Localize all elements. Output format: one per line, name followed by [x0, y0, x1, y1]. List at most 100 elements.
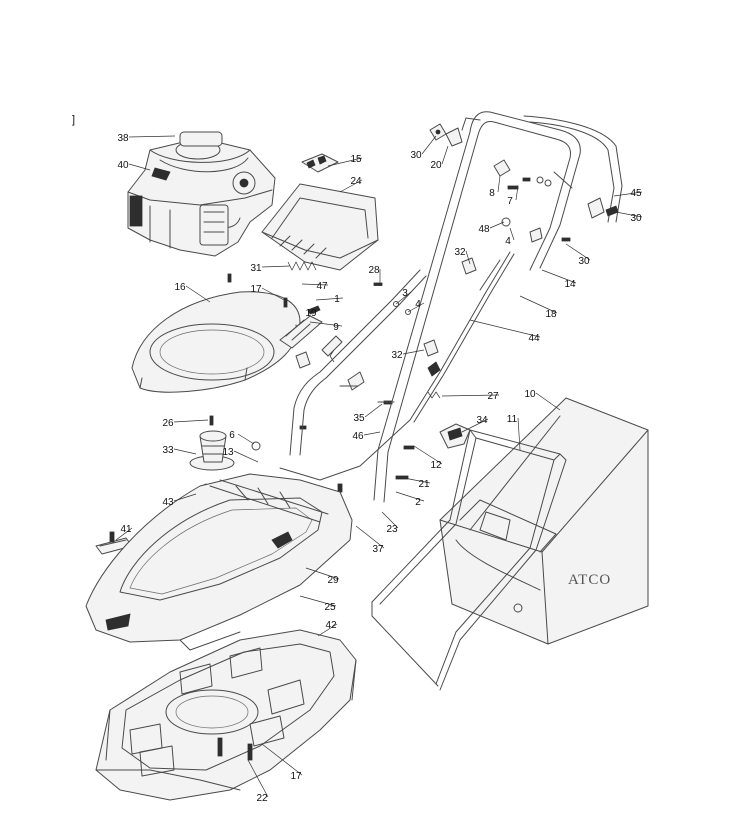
control-cable-part [279, 251, 515, 481]
lower-handle-part [289, 269, 427, 456]
callout-label: 48 [478, 224, 490, 235]
leader-line [173, 448, 197, 455]
callout-label: 16 [174, 282, 186, 293]
callout-label: 27 [487, 391, 499, 402]
leader-line [261, 743, 303, 776]
leader-line [489, 221, 505, 229]
leader-line [613, 191, 643, 197]
callout-label: 30 [630, 213, 642, 224]
callout-label: 17 [290, 771, 302, 782]
callout-label: 13 [222, 447, 234, 458]
callout-label: 15 [350, 154, 362, 165]
callout-label: 25 [324, 602, 336, 613]
callout-label: 33 [162, 445, 174, 456]
brand-logo: ATCO [568, 572, 611, 588]
leader-line [421, 135, 437, 155]
callout-label: 31 [250, 263, 262, 274]
spring-part [287, 261, 317, 271]
leader-line [309, 321, 343, 327]
leader-line [535, 392, 561, 411]
mower-deck-part [85, 473, 353, 651]
leader-line [407, 302, 425, 313]
cable-guide-part [501, 217, 543, 243]
leader-line [519, 295, 558, 314]
leader-line [305, 567, 340, 580]
callout-label: 19 [305, 308, 317, 319]
leader-line [541, 269, 577, 284]
callout-label: 30 [578, 256, 590, 267]
handle-clip-part [429, 123, 463, 147]
callout-label: 41 [120, 524, 132, 535]
callout-label: 1 [334, 294, 340, 305]
top-cover-part [261, 183, 379, 271]
badge-part [95, 531, 133, 555]
callout-label: 44 [528, 333, 540, 344]
leader-line [403, 477, 431, 484]
leader-line [364, 403, 383, 418]
leader-line [413, 445, 443, 465]
callout-label: 40 [117, 160, 129, 171]
leader-line [565, 243, 591, 261]
leader-line [327, 157, 363, 167]
leader-line [461, 418, 489, 433]
leader-line [515, 185, 519, 201]
leader-line [381, 511, 399, 529]
leader-line [339, 179, 363, 193]
leader-line [615, 211, 643, 218]
leader-line [233, 450, 259, 463]
callout-label: 45 [630, 188, 642, 199]
leader-line [441, 145, 449, 165]
callout-label: 4 [505, 236, 511, 247]
leader-line [509, 227, 515, 241]
callout-label: 21 [418, 479, 430, 490]
leader-line [237, 433, 255, 445]
callout-label: 7 [507, 196, 513, 207]
callout-label: 18 [545, 309, 557, 320]
cable-clip-part [423, 339, 439, 357]
callout-label: 32 [391, 350, 403, 361]
callout-label: 9 [333, 322, 339, 333]
callout-label: 10 [524, 389, 536, 400]
leader-line [301, 283, 329, 286]
leader-line [402, 349, 425, 355]
callout-label: 14 [564, 279, 576, 290]
callout-label: 30 [410, 150, 422, 161]
leader-line [115, 527, 133, 541]
callout-label: 29 [327, 575, 339, 586]
leader-line [395, 491, 425, 502]
callout-label: 24 [350, 176, 362, 187]
engine-cowl-part [131, 291, 301, 393]
callout-label: 43 [162, 497, 174, 508]
leader-line [315, 309, 318, 313]
leader-line [395, 291, 412, 305]
leader-line [465, 250, 471, 265]
right-clip-part [587, 197, 619, 219]
engine-part [127, 131, 276, 257]
leader-line [128, 135, 176, 138]
leader-line [128, 163, 151, 171]
lever-bracket-part [493, 159, 573, 189]
callout-label: 34 [476, 415, 488, 426]
callout-label: 32 [454, 247, 466, 258]
callout-label: 4 [415, 299, 421, 310]
grass-box-frame-part [371, 429, 567, 691]
leader-line [469, 319, 541, 338]
callout-label: 6 [229, 430, 235, 441]
leader-line [355, 525, 385, 549]
callout-label: 38 [117, 133, 129, 144]
leader-line [173, 419, 209, 423]
callout-label: 22 [256, 793, 268, 804]
height-adjuster-part [189, 430, 235, 471]
upper-handle-part [373, 111, 623, 503]
leader-line [299, 595, 337, 607]
leader-line [363, 431, 381, 436]
grass-box-part [439, 397, 649, 645]
leader-lines [115, 135, 643, 798]
callout-label: 3 [402, 288, 408, 299]
callout-label: 17 [250, 284, 262, 295]
leader-line [185, 285, 211, 303]
leader-line [517, 417, 521, 451]
corner-mark: ] [72, 114, 75, 126]
